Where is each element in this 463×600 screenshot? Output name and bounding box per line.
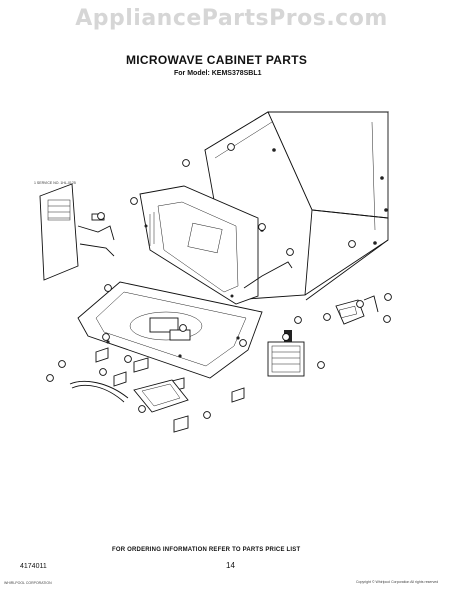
page-number: 14 (226, 561, 235, 570)
fuse-bracket (335, 295, 379, 325)
front-frame (139, 185, 293, 305)
document-number: 4174011 (20, 563, 47, 570)
base-plate (77, 281, 263, 379)
callouts (46, 143, 392, 419)
model-subtitle: For Model: KEMS378SBL1 (174, 70, 262, 77)
inset-door-panel (39, 183, 115, 281)
watermark: AppliancePartsPros.com (75, 6, 388, 31)
inset-label: 1 SERVICE NO. 1HL-0125 (34, 181, 76, 185)
ordering-note: FOR ORDERING INFORMATION REFER TO PARTS … (112, 547, 301, 553)
page-title: MICROWAVE CABINET PARTS (126, 53, 308, 67)
fine-print-right: Copyright © Whirlpool Corporation All ri… (356, 580, 439, 584)
foot-brackets (69, 347, 245, 433)
fine-print-left: WHIRLPOOL CORPORATION (4, 581, 52, 585)
